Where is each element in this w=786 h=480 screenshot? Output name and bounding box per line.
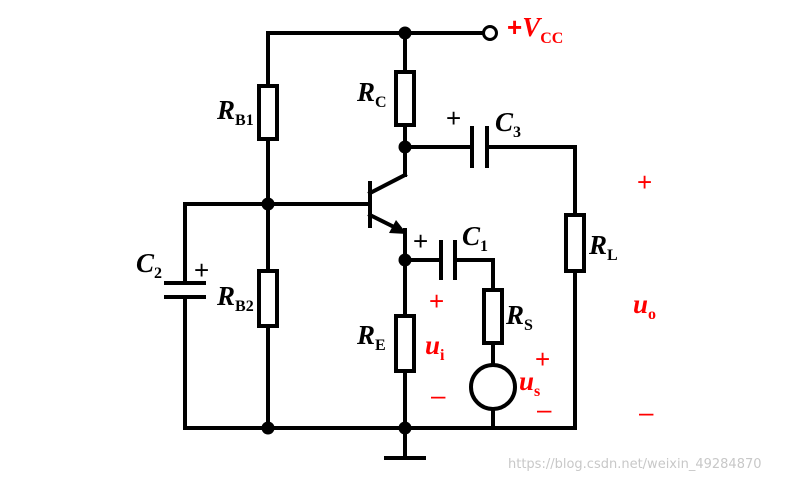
ui-plus: + — [429, 286, 444, 316]
emitter-arrow-icon — [389, 220, 407, 234]
label-rb2: RB2 — [216, 281, 254, 315]
label-vcc: +VCC — [507, 12, 563, 47]
wires — [183, 31, 577, 460]
label-c2: C2 — [136, 248, 162, 282]
junction-dot — [261, 421, 275, 435]
vcc-terminal — [482, 25, 498, 41]
label-rl: RL — [588, 230, 618, 264]
resistor-rc — [394, 70, 416, 127]
us-minus: – — [537, 394, 552, 424]
label-rc: RC — [356, 77, 387, 111]
uo-plus: + — [637, 167, 652, 197]
junction-dot — [398, 253, 412, 267]
c1-polarity-plus: + — [413, 226, 428, 256]
resistor-rl — [564, 213, 586, 273]
uo-minus: – — [639, 397, 654, 427]
resistor-rs — [482, 288, 504, 345]
label-rs: RS — [505, 300, 533, 334]
junction-dot — [261, 197, 275, 211]
label-us: us — [519, 366, 540, 400]
capacitor-c1 — [439, 240, 457, 280]
resistor-rb1 — [257, 84, 279, 141]
capacitor-c2 — [164, 281, 206, 299]
transistor-npn — [367, 172, 408, 234]
us-plus: + — [535, 344, 550, 374]
capacitor-c3 — [470, 126, 489, 168]
label-uo: uo — [633, 289, 656, 323]
junction-dot — [398, 26, 412, 40]
junction-dot — [398, 421, 412, 435]
signal-source — [469, 363, 517, 411]
label-re: RE — [356, 320, 386, 354]
junction-dot — [398, 140, 412, 154]
label-ui: ui — [425, 330, 445, 364]
label-rb1: RB1 — [216, 95, 254, 129]
ui-minus: – — [431, 380, 446, 410]
watermark: https://blog.csdn.net/weixin_49284870 — [508, 457, 762, 472]
c2-polarity-plus: + — [194, 255, 209, 285]
label-c3: C3 — [495, 107, 521, 141]
resistor-re — [394, 314, 416, 373]
wire-c1-rs — [453, 258, 495, 292]
c3-polarity-plus: + — [446, 103, 461, 133]
label-c1: C1 — [462, 221, 488, 255]
junction-dots — [261, 26, 412, 435]
resistor-rb2 — [257, 269, 279, 328]
wire-c3-rl — [485, 145, 577, 217]
